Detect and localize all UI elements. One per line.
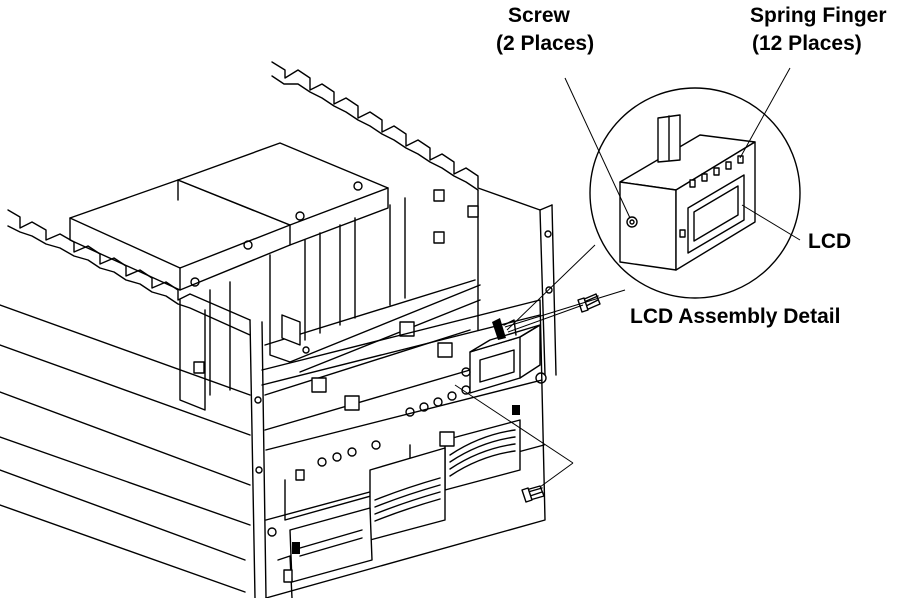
- rear-panel: [271, 61, 557, 376]
- chassis-side-rails: [0, 304, 251, 593]
- disk-cages: [69, 142, 389, 291]
- lcd-assembly-installed: [461, 318, 547, 394]
- screw-lower: [521, 485, 545, 503]
- callout-spring-finger-line1: Spring Finger: [750, 4, 887, 27]
- left-side-wall: [7, 209, 267, 599]
- callout-screw-line1: Screw: [508, 4, 570, 27]
- inner-board: [264, 279, 476, 431]
- callout-lcd: LCD: [808, 230, 852, 253]
- card-guides: [179, 197, 481, 411]
- callout-screw-line2: (2 Places): [496, 32, 595, 55]
- detail-title: LCD Assembly Detail: [630, 305, 841, 328]
- disk-drives: [369, 405, 521, 541]
- callout-leaders: [564, 67, 801, 241]
- explode-lines: [454, 244, 626, 488]
- callout-spring-finger-line2: (12 Places): [752, 32, 862, 55]
- media-bay: [267, 507, 373, 599]
- detail-circle: [589, 87, 801, 299]
